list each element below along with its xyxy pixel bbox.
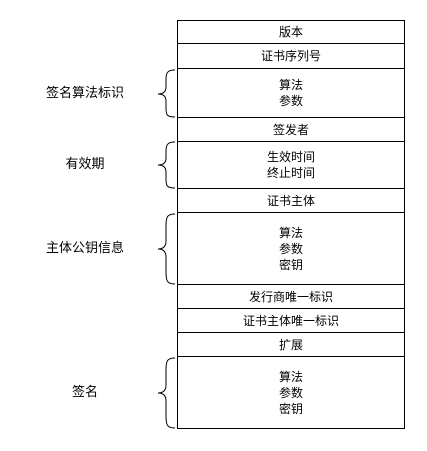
bracket-signature-algorithm: [157, 69, 176, 118]
field-text: 算法: [278, 225, 303, 240]
bracket-subject-public-key: [157, 213, 176, 285]
bracket-signature: [157, 357, 176, 429]
field-text: 生效时间: [266, 150, 315, 164]
field-validity: 生效时间 终止时间: [177, 142, 405, 189]
field-text: 密钥: [278, 257, 303, 272]
label-signature-algorithm: 签名算法标识: [45, 86, 124, 101]
field-subject-public-key: 算法 参数 密钥: [177, 213, 405, 285]
field-extensions: 扩展: [177, 333, 405, 357]
label-subject-public-key: 主体公钥信息: [45, 241, 124, 256]
field-text: 版本: [278, 25, 303, 39]
field-text: 参数: [278, 385, 303, 400]
bracket-validity: [157, 141, 176, 189]
field-issuer: 签发者: [177, 118, 405, 142]
field-version: 版本: [177, 20, 405, 44]
field-text: 签发者: [272, 122, 309, 137]
field-text: 扩展: [278, 337, 303, 352]
field-text: 终止时间: [266, 166, 315, 180]
field-text: 证书主体: [266, 193, 315, 208]
field-text: 参数: [278, 241, 303, 256]
field-text: 密钥: [278, 401, 303, 416]
field-text: 算法: [278, 369, 303, 384]
field-subject-unique-id: 证书主体唯一标识: [177, 309, 405, 333]
field-signature-algorithm: 算法 参数: [177, 69, 405, 118]
field-issuer-unique-id: 发行商唯一标识: [177, 285, 405, 309]
field-text: 发行商唯一标识: [248, 289, 333, 304]
field-subject: 证书主体: [177, 189, 405, 213]
field-text: 证书主体唯一标识: [242, 313, 339, 328]
field-serial-number: 证书序列号: [177, 44, 405, 69]
field-text: 证书序列号: [260, 49, 321, 63]
label-validity: 有效期: [65, 157, 105, 172]
label-signature: 签名: [71, 385, 98, 400]
field-text: 算法: [278, 78, 303, 92]
field-text: 参数: [278, 94, 303, 108]
field-signature: 算法 参数 密钥: [177, 357, 405, 429]
